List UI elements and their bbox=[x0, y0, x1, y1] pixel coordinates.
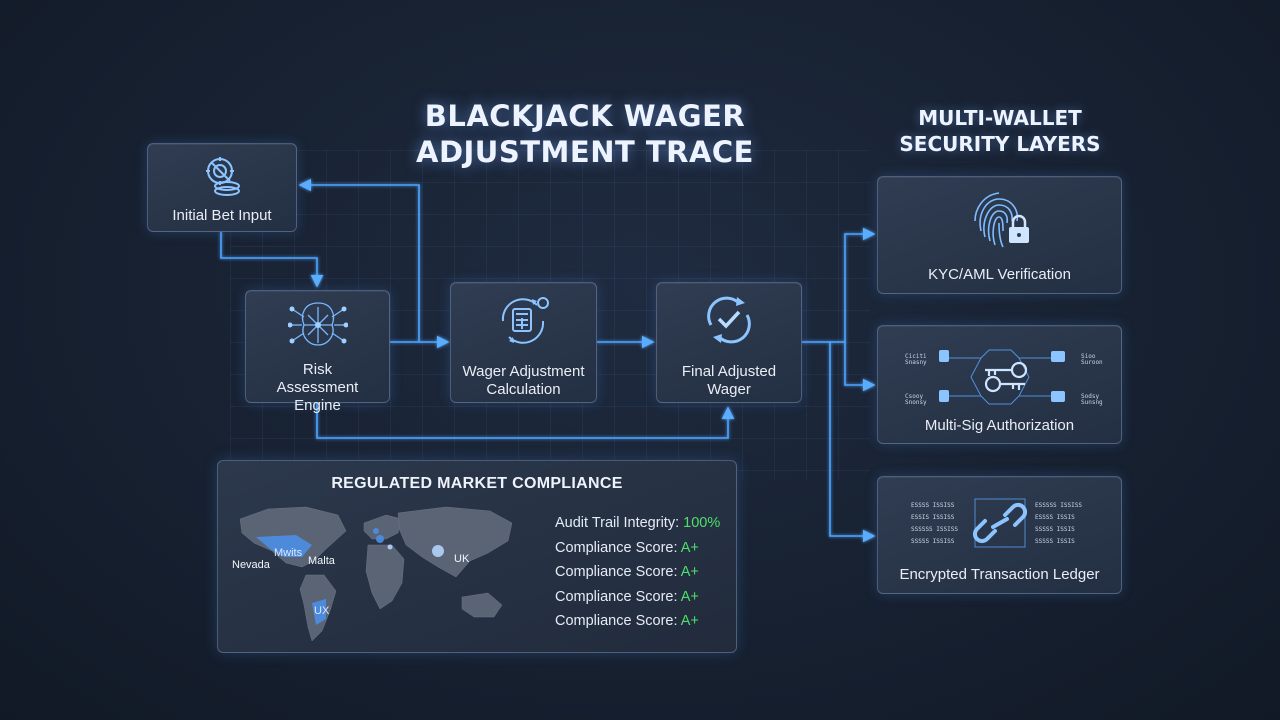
kyc-aml-label: KYC/AML Verification bbox=[928, 266, 1071, 283]
world-map-icon bbox=[239, 506, 513, 642]
stat-row: Compliance Score: A+ bbox=[555, 539, 699, 556]
initial-bet-node[interactable]: Initial Bet Input bbox=[147, 143, 297, 232]
wager-calc-node[interactable]: Wager Adjustment Calculation bbox=[450, 282, 597, 403]
compliance-panel: REGULATED MARKET COMPLIANCE Mwits Nevada… bbox=[217, 460, 737, 653]
page-title: BLACKJACK WAGER ADJUSTMENT TRACE bbox=[416, 99, 754, 169]
fingerprint-lock-icon bbox=[973, 192, 1029, 248]
svg-text:ESSSSS ISSISS: ESSSSS ISSISS bbox=[1035, 502, 1082, 509]
svg-text:Suroon: Suroon bbox=[1081, 359, 1103, 366]
initial-bet-label: Initial Bet Input bbox=[172, 207, 272, 224]
wager-calc-label: Wager Adjustment Calculation bbox=[462, 363, 585, 398]
kyc-aml-node[interactable]: KYC/AML Verification bbox=[877, 176, 1122, 294]
stat-row: Compliance Score: A+ bbox=[555, 564, 699, 580]
final-wager-label: Final Adjusted Wager bbox=[681, 363, 777, 398]
svg-text:SSSSS ISSIS: SSSSS ISSIS bbox=[1035, 538, 1075, 545]
svg-text:SSSSS ISSISS: SSSSS ISSISS bbox=[911, 538, 955, 545]
chips-icon bbox=[206, 157, 240, 196]
svg-text:Sioo: Sioo bbox=[1081, 353, 1096, 360]
sa-tag-label: UX bbox=[314, 605, 330, 617]
svg-text:Sunsng: Sunsng bbox=[1081, 399, 1103, 406]
chain-link-icon: ESSSS ISSISS ESSIS ISSISS SSSSSS ISSISS SS… bbox=[911, 498, 1082, 548]
svg-text:Snonsy: Snonsy bbox=[905, 399, 927, 406]
svg-text:ESSSS ISSISS: ESSSS ISSISS bbox=[911, 502, 955, 509]
svg-text:SSSSS ISSIS: SSSSS ISSIS bbox=[1035, 526, 1075, 533]
neural-network-icon bbox=[287, 302, 348, 346]
calculator-gear-icon bbox=[501, 297, 549, 344]
final-wager-node[interactable]: Final Adjusted Wager bbox=[656, 282, 802, 403]
stat-row: Compliance Score: A+ bbox=[555, 613, 699, 629]
svg-text:ESSIS ISSISS: ESSIS ISSISS bbox=[911, 514, 955, 521]
ledger-label: Encrypted Transaction Ledger bbox=[899, 566, 1100, 583]
svg-text:ESSSS ISSIS: ESSSS ISSIS bbox=[1035, 514, 1075, 521]
stat-row: Compliance Score: A+ bbox=[555, 588, 699, 605]
ledger-node[interactable]: ESSSS ISSISS ESSIS ISSISS SSSSSS ISSISS SS… bbox=[877, 476, 1122, 594]
security-layers-title: MULTI-WALLET SECURITY LAYERS bbox=[899, 106, 1101, 156]
malta-label: Malta bbox=[308, 555, 335, 567]
svg-text:Sodsy: Sodsy bbox=[1081, 393, 1099, 400]
nevada-label: Nevada bbox=[232, 559, 270, 571]
svg-text:Snasny: Snasny bbox=[905, 359, 927, 366]
multisig-label: Multi-Sig Authorization bbox=[924, 417, 1075, 434]
map-tag-label: Mwits bbox=[274, 547, 303, 559]
risk-engine-node[interactable]: Risk Assessment Engine bbox=[245, 290, 390, 414]
svg-text:Ciciti: Ciciti bbox=[905, 353, 927, 360]
svg-text:SSSSSS ISSISS: SSSSSS ISSISS bbox=[911, 526, 958, 533]
compliance-stats: Audit Trail Integrity: 100% Compliance S… bbox=[555, 511, 720, 634]
uk-label: UK bbox=[454, 553, 470, 565]
risk-engine-label: Risk Assessment Engine bbox=[276, 361, 359, 414]
stat-row: Audit Trail Integrity: 100% bbox=[555, 515, 721, 531]
svg-text:Csooy: Csooy bbox=[905, 393, 923, 400]
compliance-title: REGULATED MARKET COMPLIANCE bbox=[331, 475, 623, 492]
checkmark-cycle-icon bbox=[707, 296, 751, 344]
